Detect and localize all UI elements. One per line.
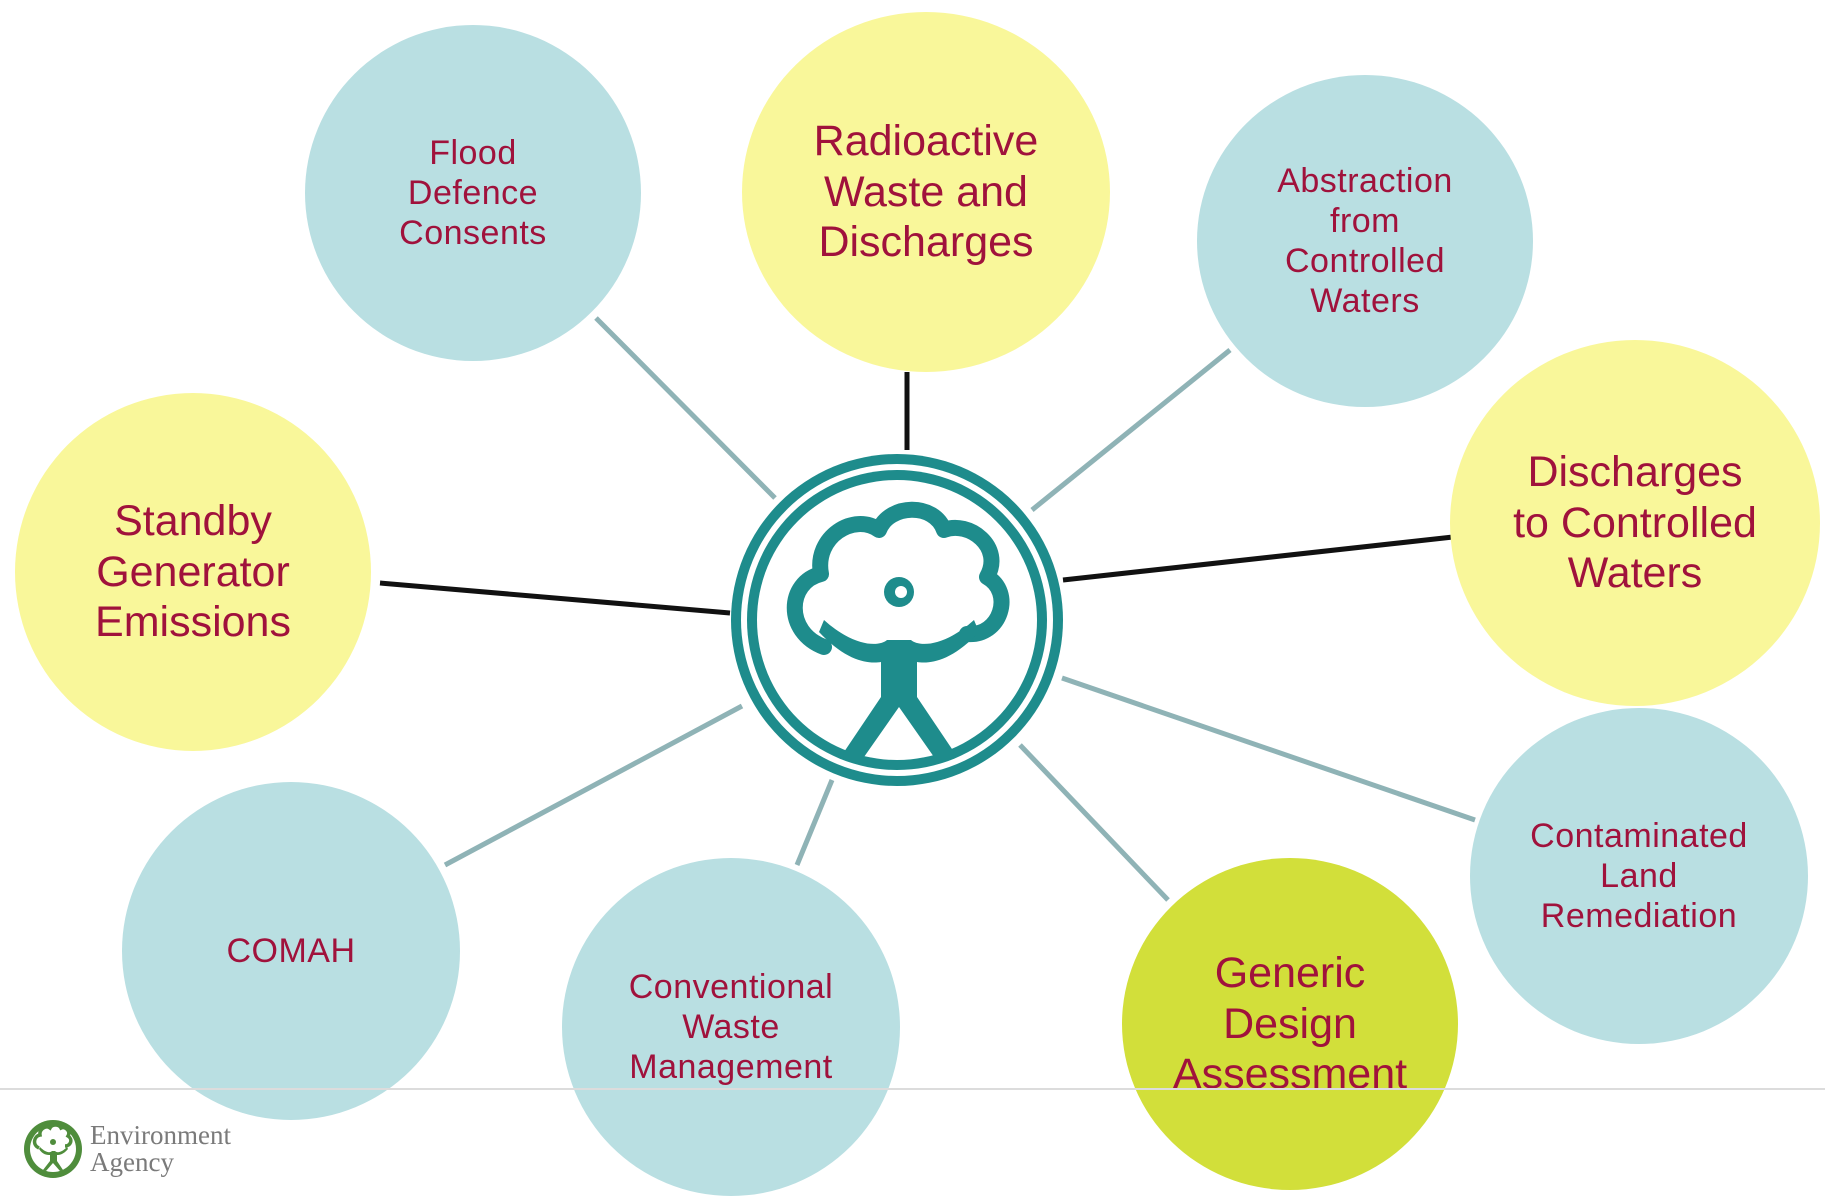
connector-conventional [794,779,835,866]
connector-abstraction [1030,348,1232,512]
node-generic-design-assessment: Generic Design Assessment [1122,858,1458,1190]
node-contaminated-land: Contaminated Land Remediation [1470,708,1808,1044]
node-discharges-controlled-waters: Discharges to Controlled Waters [1450,340,1820,706]
node-label: Discharges to Controlled Waters [1513,447,1757,598]
node-conventional-waste: Conventional Waste Management [562,858,900,1196]
connector-generic [1018,743,1170,902]
node-label: Abstraction from Controlled Waters [1277,161,1453,321]
node-standby-generator: Standby Generator Emissions [15,393,371,751]
logo-line-1: Environment [90,1120,231,1150]
connector-discharges [1062,534,1454,583]
node-label: Generic Design Assessment [1172,948,1408,1099]
node-label: COMAH [226,931,356,970]
node-flood-defence-consents: Flood Defence Consents [305,25,641,361]
connector-flood [594,316,777,500]
node-label: Standby Generator Emissions [95,496,291,647]
logo-line-2: Agency [90,1147,174,1177]
environment-agency-logo: Environment Agency [22,1118,231,1180]
node-label: Flood Defence Consents [399,133,547,253]
node-label: Radioactive Waste and Discharges [813,116,1039,267]
node-label: Conventional Waste Management [628,967,834,1087]
node-radioactive-waste: Radioactive Waste and Discharges [742,12,1110,372]
node-abstraction: Abstraction from Controlled Waters [1197,75,1533,407]
connector-standby [379,580,731,616]
footer-divider [0,1088,1825,1090]
node-comah: COMAH [122,782,460,1120]
node-label: Contaminated Land Remediation [1530,816,1748,936]
connector-comah [443,703,744,868]
center-emblem-icon [729,452,1065,788]
agency-logo-icon [24,1120,82,1178]
connector-contaminated [1061,675,1476,823]
